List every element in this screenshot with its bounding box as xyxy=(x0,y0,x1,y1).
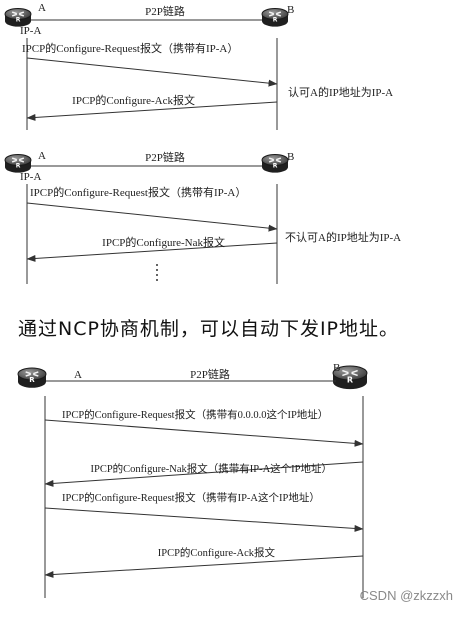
message-arrow xyxy=(26,202,278,232)
router-a-label: A xyxy=(38,2,46,14)
router-b-label: B xyxy=(287,4,294,16)
message-arrow xyxy=(44,461,364,487)
sequence-diagram-1: R R A B P2P链路 IP-A IPCP的Configure-Request报文（携带… xyxy=(4,2,393,130)
svg-text:R: R xyxy=(273,163,278,170)
ip-label: IP-A xyxy=(20,171,41,183)
message-arrow xyxy=(26,101,278,121)
router-a-label: A xyxy=(38,150,46,162)
message-label: IPCP的Configure-Request报文（携带有IP-A） xyxy=(30,185,246,199)
svg-text:R: R xyxy=(347,376,353,385)
link-label: P2P链路 xyxy=(190,367,230,381)
message-arrow xyxy=(26,242,278,262)
message-label: IPCP的Configure-Request报文（携带有IP-A这个IP地址） xyxy=(62,491,320,504)
svg-text:R: R xyxy=(273,17,278,24)
router-icon: R xyxy=(4,154,32,173)
router-b-label: B xyxy=(333,362,340,374)
caption-text: 通过NCP协商机制，可以自动下发IP地址。 xyxy=(18,318,399,340)
message-label: IPCP的Configure-Ack报文 xyxy=(72,93,195,107)
sequence-diagram-3: R R A B P2P链路 IPCP的Configure-Request报文（携带有0.0… xyxy=(17,362,368,598)
router-icon: R xyxy=(261,154,289,173)
link-label: P2P链路 xyxy=(145,4,185,18)
svg-text:R: R xyxy=(16,163,21,170)
message-arrow xyxy=(44,419,364,447)
response-note: 认可A的IP地址为IP-A xyxy=(288,85,393,99)
message-label: IPCP的Configure-Nak报文 xyxy=(102,235,225,249)
message-label: IPCP的Configure-Ack报文 xyxy=(158,546,276,559)
continuation-dots xyxy=(156,264,158,281)
router-icon: R xyxy=(332,365,368,390)
watermark-text: CSDN @zkzzxh xyxy=(359,588,453,603)
router-icon: R xyxy=(261,8,289,27)
ip-label: IP-A xyxy=(20,25,41,37)
router-b-label: B xyxy=(287,151,294,163)
svg-text:R: R xyxy=(16,17,21,24)
router-a-label: A xyxy=(74,369,82,381)
message-label: IPCP的Configure-Request报文（携带有0.0.0.0这个IP地… xyxy=(62,408,328,421)
message-arrow xyxy=(44,507,364,532)
router-icon: R xyxy=(4,8,32,27)
router-icon: R xyxy=(17,367,47,388)
message-arrow xyxy=(44,555,364,578)
svg-text:R: R xyxy=(29,376,35,384)
sequence-diagram-2: R R A B P2P链路 IP-A IPCP的Configure-Request报文（携带… xyxy=(4,150,401,284)
message-arrow xyxy=(26,57,278,87)
link-label: P2P链路 xyxy=(145,150,185,164)
response-note: 不认可A的IP地址为IP-A xyxy=(285,230,401,244)
message-label: IPCP的Configure-Request报文（携带有IP-A） xyxy=(22,41,238,55)
message-label: IPCP的Configure-Nak报文（携带有IP-A这个IP地址） xyxy=(91,462,333,475)
